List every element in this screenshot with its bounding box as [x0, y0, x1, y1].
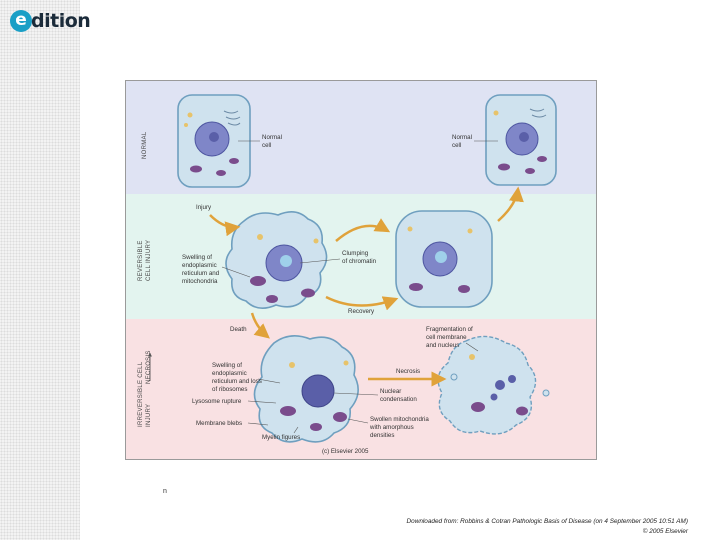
pointer-swelling-ribo: [257, 378, 281, 384]
label-swelling-er-4: mitochondria: [182, 278, 218, 285]
logo-e-mark: e: [10, 10, 32, 32]
side-band: [0, 0, 80, 540]
label-recovery: Recovery: [348, 308, 375, 315]
label-swollen-mito-2: with amorphous: [369, 424, 414, 431]
label-myelin: Myelin figures: [262, 434, 300, 441]
swollen-cell: [225, 211, 328, 309]
pointer-myelin: [293, 426, 299, 434]
edition-logo: e dition: [10, 8, 91, 34]
arrow-injury: [209, 214, 241, 237]
label-necrosis: Necrosis: [396, 368, 420, 375]
panel-caption: n: [163, 488, 167, 495]
label-swelling-ribo-3: reticulum and loss: [212, 378, 262, 385]
row-label-irreversible-3: NECROSIS: [146, 350, 152, 384]
pointer-fragmentation: [465, 342, 479, 352]
label-fragmentation-3: and nucleus: [426, 342, 459, 349]
label-normal-cell-right-2: cell: [452, 142, 461, 149]
label-clumping-1: Clumping: [342, 250, 369, 257]
label-swelling-er-3: reticulum and: [182, 270, 220, 277]
arrow-to-normal-right: [497, 186, 524, 222]
copyright-label: (c) Elsevier 2005: [322, 448, 369, 455]
pointer-clumping: [299, 258, 341, 264]
row-reversible-bg: [126, 194, 596, 319]
logo-text: dition: [31, 10, 91, 32]
label-swelling-ribo-4: of ribosomes: [212, 386, 247, 393]
label-swelling-ribo-2: endoplasmic: [212, 370, 247, 377]
arrow-to-recovering: [335, 218, 391, 242]
row-label-irreversible-1: IRREVERSIBLE CELL: [138, 361, 144, 427]
footer-copyright: © 2005 Elsevier: [642, 528, 688, 535]
pointer-swollen-mito: [347, 418, 369, 424]
label-fragmentation-2: cell membrane: [426, 334, 467, 341]
label-normal-cell-left-2: cell: [262, 142, 271, 149]
row-label-reversible-2: CELL INJURY: [146, 240, 152, 281]
label-fragmentation-1: Fragmentation of: [426, 326, 473, 333]
recovering-cell: [395, 210, 493, 308]
label-swollen-mito-1: Swollen mitochondria: [370, 416, 429, 423]
arrow-death: [250, 312, 270, 339]
label-nuclear-1: Nuclear: [380, 388, 401, 395]
row-label-normal: NORMAL: [142, 131, 148, 159]
cell-injury-figure: NORMAL REVERSIBLE CELL INJURY IRREVERSIB…: [125, 80, 597, 460]
row-label-reversible-1: REVERSIBLE: [138, 240, 144, 281]
label-swollen-mito-3: densities: [370, 432, 394, 439]
label-nuclear-2: condensation: [380, 396, 417, 403]
download-footer: Downloaded from: Robbins & Cotran Pathol…: [407, 517, 688, 537]
label-swelling-er-1: Swelling of: [182, 254, 212, 261]
label-normal-cell-left-1: Normal: [262, 134, 282, 141]
footer-source: Downloaded from: Robbins & Cotran Pathol…: [406, 518, 688, 525]
label-swelling-er-2: endoplasmic: [182, 262, 217, 269]
label-clumping-2: of chromatin: [342, 258, 377, 265]
label-membrane-blebs: Membrane blebs: [196, 420, 242, 427]
pointer-nuclear: [333, 392, 379, 396]
normal-cell-right: [485, 94, 557, 186]
necrotic-cell: [253, 335, 359, 443]
arrow-recovery: [325, 295, 399, 311]
label-death: Death: [230, 326, 247, 333]
label-injury: Injury: [196, 204, 212, 211]
pointer-membrane-blebs: [247, 422, 269, 426]
label-lysosome: Lysosome rupture: [192, 398, 242, 405]
pointer-lysosome: [247, 400, 277, 404]
cell-injury-diagram: NORMAL REVERSIBLE CELL INJURY IRREVERSIB…: [126, 81, 596, 459]
label-normal-cell-right-1: Normal: [452, 134, 472, 141]
row-label-irreversible-2: INJURY: [146, 404, 152, 427]
pointer-swelling-er: [221, 266, 251, 278]
normal-cell-left: [177, 94, 251, 188]
label-swelling-ribo-1: Swelling of: [212, 362, 242, 369]
